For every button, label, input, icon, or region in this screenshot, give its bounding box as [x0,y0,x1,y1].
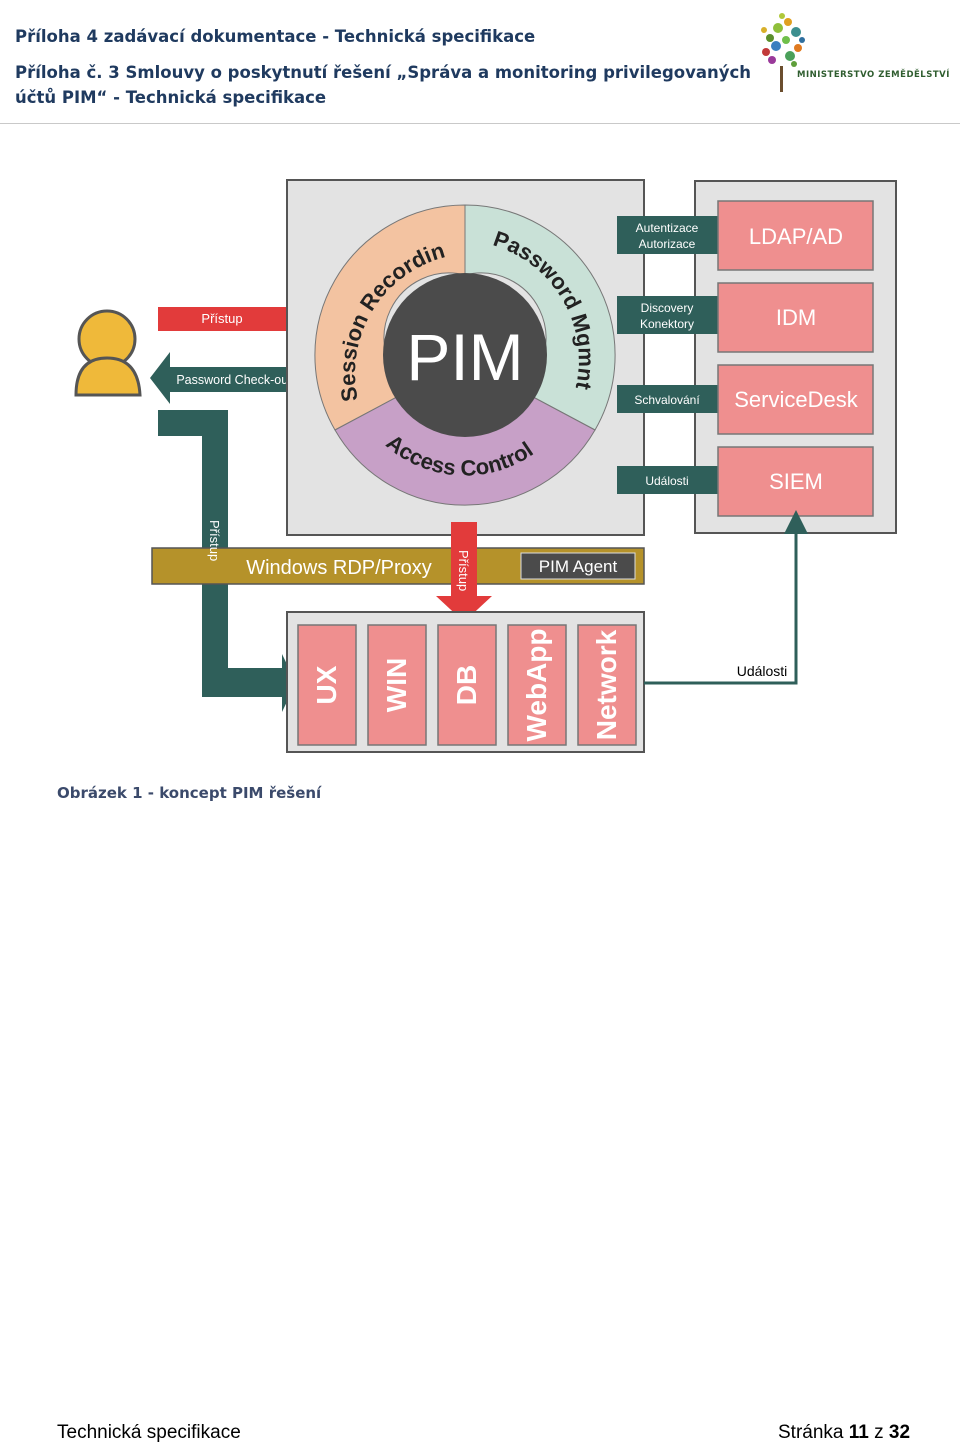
auth-connector-line2: Autorizace [639,237,696,251]
events-connector-label: Události [645,474,688,488]
pim-agent-box [520,552,636,580]
target-tile [507,624,567,746]
events-to-siem-line [644,510,808,685]
discovery-connector-line1: Discovery [641,301,694,315]
footer-page-number: Stránka 11 z 32 [778,1422,910,1444]
target-tile-label: Network [591,629,622,740]
approval-connector [617,385,718,413]
footer-page-sep: z [874,1422,884,1443]
pim-core [383,273,547,437]
pim-core-label: PIM [406,320,523,394]
checkout-arrow-label: Password Check-out [176,373,292,387]
checkout-arrow [150,352,305,404]
pim-concept-diagram: Přístup Password Check-out PIM Session R… [0,130,897,753]
pim-agent-label: PIM Agent [539,557,618,576]
siem-box [717,446,874,517]
ldap-ad-box [717,200,874,271]
target-tile-label: WIN [381,658,412,712]
idm-label: IDM [776,305,816,330]
siem-label: SIEM [769,469,823,494]
footer-document-title: Technická specifikace [57,1422,241,1443]
discovery-connector [617,296,718,334]
tree-logo-icon [761,13,805,92]
target-tile [577,624,637,746]
header-divider [0,123,960,124]
auth-connector [617,216,718,254]
target-tile-label: DB [451,665,482,705]
vertical-access-center-label: Přístup [456,550,471,591]
user-icon [74,309,142,397]
footer-total-pages: 32 [888,1422,911,1443]
discovery-connector-line2: Konektory [640,317,694,331]
proxy-bar-label: Windows RDP/Proxy [246,557,432,579]
footer-current-page: 11 [848,1422,869,1443]
ministry-logo: MINISTERSTVO ZEMĚDĚLSTVÍ [752,8,949,100]
target-tile [297,624,357,746]
target-tile-label: UX [311,665,342,704]
access-arrow-label: Přístup [201,311,242,326]
access-arrow [158,293,310,343]
header-title-line1: Příloha 4 zadávací dokumentace - Technic… [15,27,536,46]
approval-connector-label: Schvalování [634,393,700,407]
center-access-arrow [436,522,492,622]
target-tile-label: WebApp [521,628,552,741]
events-connector [617,466,718,494]
ldap-ad-label: LDAP/AD [749,224,843,249]
header-title-line2: Příloha č. 3 Smlouvy o poskytnutí řešení… [15,63,752,82]
logo-text: MINISTERSTVO ZEMĚDĚLSTVÍ [797,70,950,80]
target-tile [437,624,497,746]
target-tile [367,624,427,746]
servicedesk-label: ServiceDesk [734,387,858,412]
vertical-access-left-label: Přístup [207,520,222,561]
header-title-line3: účtů PIM“ - Technická specifikace [15,88,327,107]
events-out-label: Události [737,663,788,679]
idm-box [717,282,874,353]
auth-connector-line1: Autentizace [636,221,699,235]
footer-page-prefix: Stránka [778,1422,844,1443]
figure-caption: Obrázek 1 - koncept PIM řešení [57,784,322,802]
servicedesk-box [717,364,874,435]
